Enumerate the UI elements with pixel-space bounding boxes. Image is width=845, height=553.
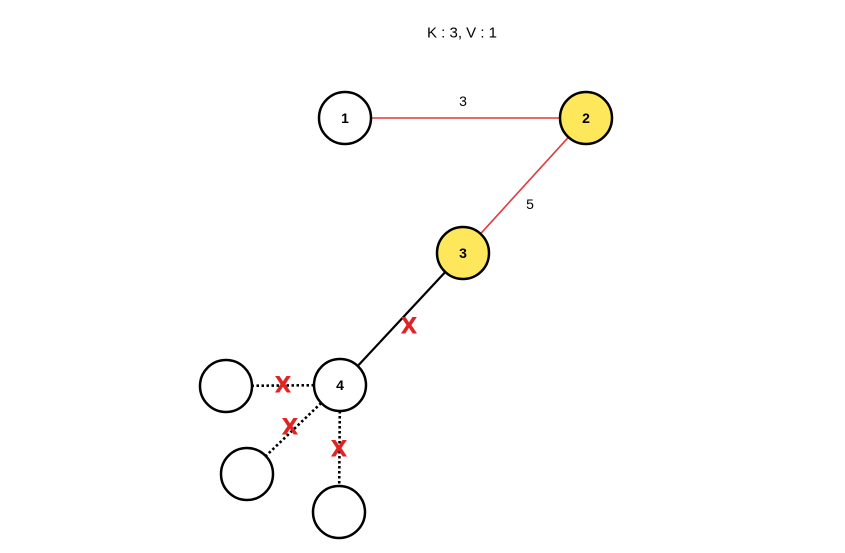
cross-mark-icon: X [401, 315, 418, 340]
node-label: 1 [341, 110, 349, 126]
diagram-title: K : 3, V : 1 [427, 25, 497, 42]
node-label: 4 [336, 377, 344, 393]
graph-node-2: 2 [558, 90, 614, 146]
node-circle [198, 358, 254, 414]
node-circle [312, 357, 368, 413]
cross-mark-icon: X [331, 438, 348, 463]
cross-mark-icon: X [282, 416, 299, 441]
node-circle [558, 90, 614, 146]
graph-node-4: 4 [312, 357, 368, 413]
node-circle [435, 225, 491, 281]
edge-weight-label: 3 [459, 93, 467, 109]
graph-node-unlabeled-n5 [198, 358, 254, 414]
graph-node-unlabeled-n7 [311, 484, 367, 540]
graph-node-1: 1 [317, 90, 373, 146]
edges-layer [251, 117, 570, 487]
edge-weight-label: 5 [526, 196, 534, 212]
cross-mark-icon: X [275, 374, 292, 399]
node-label: 3 [459, 245, 467, 261]
edge-n4-n5 [251, 383, 315, 388]
graph-node-unlabeled-n6 [219, 446, 275, 502]
node-circle [317, 90, 373, 146]
node-circle [311, 484, 367, 540]
graph-node-3: 3 [435, 225, 491, 281]
nodes-layer: 1 2 3 4 [198, 90, 614, 540]
edge-n2-n3 [479, 136, 570, 235]
node-circle [219, 446, 275, 502]
node-label: 2 [582, 110, 590, 126]
edge-n3-n4 [356, 271, 447, 367]
